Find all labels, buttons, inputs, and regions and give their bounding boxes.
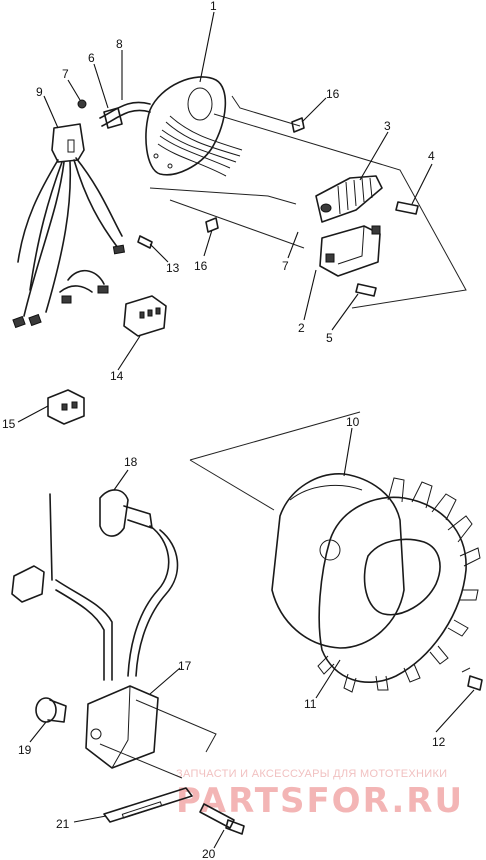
small-connector [47,389,85,425]
callout-8: 8 [116,37,123,51]
callout-18: 18 [124,455,138,469]
clamp [77,99,123,129]
callout-5: 5 [326,331,333,345]
callout-14: 14 [110,369,124,383]
bracket-strap [103,787,193,823]
watermark-tagline: ЗАПЧАСТИ И АКСЕССУАРЫ ДЛЯ МОТОТЕХНИКИ [176,768,447,780]
callout-15: 15 [2,417,16,431]
callout-3: 3 [384,119,391,133]
flywheel-bolt [467,675,483,691]
harness-tube [99,101,151,127]
watermark-brand: PARTSFOR.RU [176,781,464,821]
exciter-coil [319,225,381,277]
stator-plate [145,76,243,177]
callout-2: 2 [298,321,305,335]
callout-11: 11 [304,697,317,711]
callout-21: 21 [56,817,70,831]
callout-9: 9 [36,85,43,99]
callout-16-lower: 16 [194,259,208,273]
spark-plug-cap [99,489,153,537]
callout-16-upper: 16 [326,87,340,101]
coil-screw [395,201,419,215]
ignition-wires [11,493,113,681]
assembly-guide-lines [99,95,471,779]
callout-7-upper: 7 [62,67,69,81]
callout-10: 10 [346,415,360,429]
callout-labels: 1 2 3 4 5 6 7 7 8 9 10 11 12 13 14 15 16… [2,0,446,860]
callout-4: 4 [428,149,435,163]
mounting-bolt [199,803,245,835]
ignition-coil [85,525,179,769]
stator-screws [205,117,305,233]
connector-plug [123,295,167,337]
callout-20: 20 [202,847,216,860]
flywheel [271,473,405,649]
lead-connector-block [51,123,85,163]
lead-wires [12,157,126,329]
callout-12: 12 [432,735,446,749]
callout-19: 19 [18,743,32,757]
watermark: ЗАПЧАСТИ И АКСЕССУАРЫ ДЛЯ МОТОТЕХНИКИ PA… [176,768,464,821]
spade-terminal [137,235,153,249]
callout-7-lower: 7 [282,259,289,273]
exciter-screw [355,283,377,297]
leader-lines [17,11,475,849]
callout-13: 13 [166,261,180,275]
cooling-fan [317,477,481,693]
lighting-coil [315,175,383,223]
callout-1: 1 [210,0,217,13]
bushing-cap [35,697,67,723]
callout-6: 6 [88,51,95,65]
callout-17: 17 [178,659,192,673]
